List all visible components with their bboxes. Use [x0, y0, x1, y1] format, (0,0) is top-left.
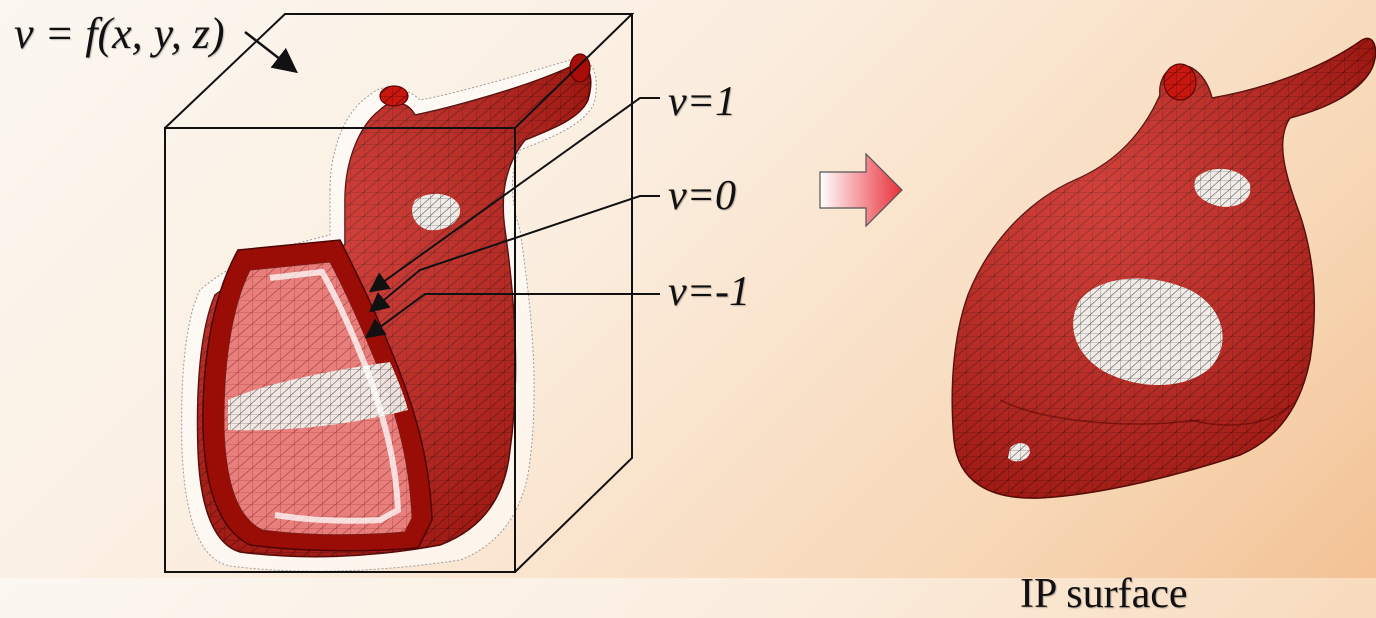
left-ear-nub: [380, 86, 408, 106]
level-label-v0: v=0: [668, 172, 736, 220]
transform-arrow: [820, 154, 902, 226]
right-bunny-figure: [952, 38, 1375, 498]
formula-arrow: [245, 32, 294, 70]
implicit-function-formula: v = f(x, y, z): [14, 8, 225, 59]
ip-surface-caption: IP surface: [1020, 570, 1188, 618]
level-label-v1: v=1: [668, 78, 736, 126]
left-bunny-figure: [182, 54, 597, 571]
right-bunny-ear-nub: [1164, 64, 1196, 100]
level-label-vm1: v=-1: [668, 268, 750, 316]
